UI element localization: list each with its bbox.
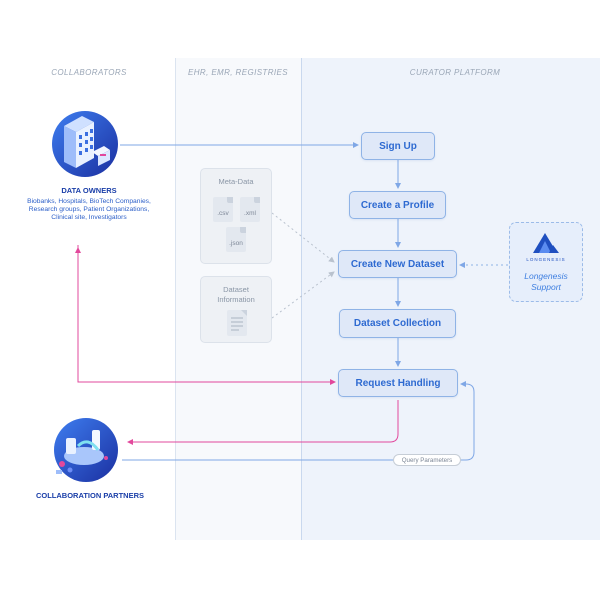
arrow-partners-to-request bbox=[122, 381, 475, 461]
sign-up-step[interactable]: Sign Up bbox=[361, 132, 435, 160]
csv-file-label: .csv bbox=[217, 210, 229, 217]
dataset-information-card: Dataset Information bbox=[200, 276, 272, 343]
data-owners-title: DATA OWNERS bbox=[61, 186, 117, 195]
create-profile-step[interactable]: Create a Profile bbox=[349, 191, 446, 219]
support-label-line1: Longenesis bbox=[524, 271, 568, 281]
column-header-registries: EHR, EMR, REGISTRIES bbox=[187, 68, 288, 77]
collaboration-partners-title: COLLABORATION PARTNERS bbox=[35, 491, 145, 500]
dataset-information-title: Dataset Information bbox=[217, 285, 255, 304]
metadata-title: Meta-Data bbox=[218, 177, 254, 186]
json-file-label: .json bbox=[229, 240, 243, 247]
laboratory-illustration-icon bbox=[54, 418, 118, 482]
dotted-datasetinfo-to-dataset bbox=[271, 271, 335, 319]
query-parameters-label: Query Parameters bbox=[393, 454, 461, 466]
arrow-request-to-partners bbox=[127, 400, 399, 445]
document-icon bbox=[227, 310, 247, 336]
xml-file-icon: .xml bbox=[240, 197, 260, 222]
dotted-metadata-to-dataset bbox=[271, 212, 335, 263]
xml-file-label: .xml bbox=[244, 210, 256, 217]
longenesis-support-box: LONGENESIS Longenesis Support bbox=[509, 222, 583, 302]
column-header-curator-platform: CURATOR PLATFORM bbox=[409, 68, 501, 77]
dataset-collection-step[interactable]: Dataset Collection bbox=[339, 309, 456, 338]
request-handling-step[interactable]: Request Handling bbox=[338, 369, 458, 397]
hospital-building-icon bbox=[52, 111, 118, 177]
longenesis-logo-icon bbox=[533, 233, 559, 253]
support-label-line2: Support bbox=[531, 282, 561, 292]
create-new-dataset-step[interactable]: Create New Dataset bbox=[338, 250, 457, 278]
csv-file-icon: .csv bbox=[213, 197, 233, 222]
json-file-icon: .json bbox=[226, 227, 246, 252]
longenesis-logo-text: LONGENESIS bbox=[526, 257, 566, 262]
data-owners-description: Biobanks, Hospitals, BioTech Companies, … bbox=[27, 198, 151, 221]
metadata-card: Meta-Data .csv .xml .json bbox=[200, 168, 272, 264]
column-header-collaborators: COLLABORATORS bbox=[51, 68, 127, 77]
